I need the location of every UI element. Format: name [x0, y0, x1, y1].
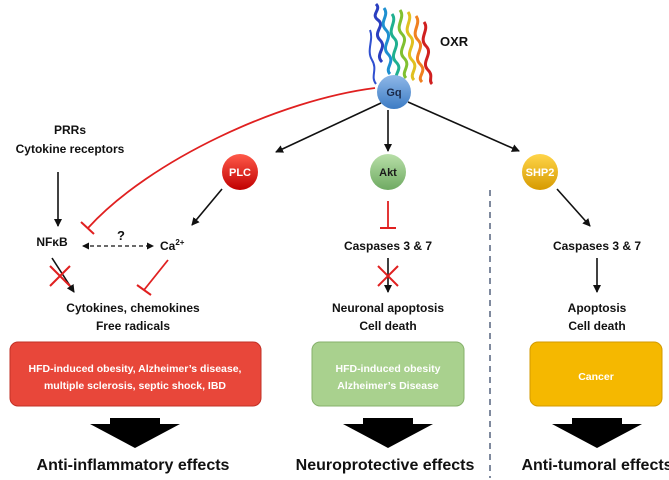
right-box-line1: Cancer: [578, 371, 614, 383]
ca-label: Ca2+: [160, 238, 185, 253]
right-caspases-label: Caspases 3 & 7: [553, 239, 641, 253]
gq-node: Gq: [377, 75, 411, 109]
ca-inhibition-bar: [136, 284, 152, 296]
akt-node: Akt: [370, 154, 406, 190]
apoptosis-label: Apoptosis: [568, 301, 627, 315]
nfkb-label: NFκB: [36, 235, 68, 249]
middle-box-line2: Alzheimer’s Disease: [337, 380, 439, 392]
middle-disease-box: [311, 341, 465, 407]
left-effect-arrow: [90, 418, 180, 448]
neuroprotective-label: Neuroprotective effects: [296, 457, 475, 474]
cross-mark-left-b: [49, 265, 71, 287]
gq-to-plc-arrow: [275, 102, 382, 153]
cytokines-label: Cytokines, chemokines: [66, 301, 200, 315]
nfkb-to-cytokines-arrow: [51, 257, 75, 293]
cytokine-receptors-label: Cytokine receptors: [16, 142, 125, 156]
gq-inhibits-nfkb-line: [87, 87, 376, 229]
right-disease-box: [529, 341, 663, 407]
anti-tumoral-label: Anti-tumoral effects: [521, 457, 669, 474]
anti-inflammatory-label: Anti-inflammatory effects: [37, 457, 230, 474]
gq-label: Gq: [386, 87, 401, 99]
cross-mark-middle-b: [377, 265, 399, 287]
left-disease-box: [9, 341, 262, 407]
akt-label: Akt: [379, 167, 397, 179]
oxr-receptor-structure-icon: [368, 2, 434, 86]
ca-inhibits-cytokines-line: [143, 259, 169, 291]
prrs-label: PRRs: [54, 123, 86, 137]
receptor-label: OXR: [440, 34, 469, 49]
right-cell-death-label: Cell death: [568, 319, 625, 333]
middle-effect-arrow: [343, 418, 433, 448]
plc-label: PLC: [229, 167, 251, 179]
plc-to-ca-arrow: [191, 188, 223, 226]
shp2-node: SHP2: [522, 154, 558, 190]
gq-to-shp2-arrow: [407, 101, 520, 152]
free-radicals-label: Free radicals: [96, 319, 170, 333]
middle-caspases-label: Caspases 3 & 7: [344, 239, 432, 253]
left-box-line2: multiple sclerosis, septic shock, IBD: [44, 380, 226, 392]
middle-cell-death-label: Cell death: [359, 319, 416, 333]
plc-node: PLC: [222, 154, 258, 190]
right-effect-arrow: [552, 418, 642, 448]
shp2-label: SHP2: [526, 167, 555, 179]
left-box-line1: HFD-induced obesity, Alzheimer’s disease…: [29, 363, 242, 375]
question-mark: ?: [117, 228, 125, 243]
nfkb-inhibition-bar: [80, 221, 95, 235]
middle-box-line1: HFD-induced obesity: [335, 363, 440, 375]
neuronal-apoptosis-label: Neuronal apoptosis: [332, 301, 444, 315]
shp2-to-caspases-arrow: [556, 188, 591, 227]
